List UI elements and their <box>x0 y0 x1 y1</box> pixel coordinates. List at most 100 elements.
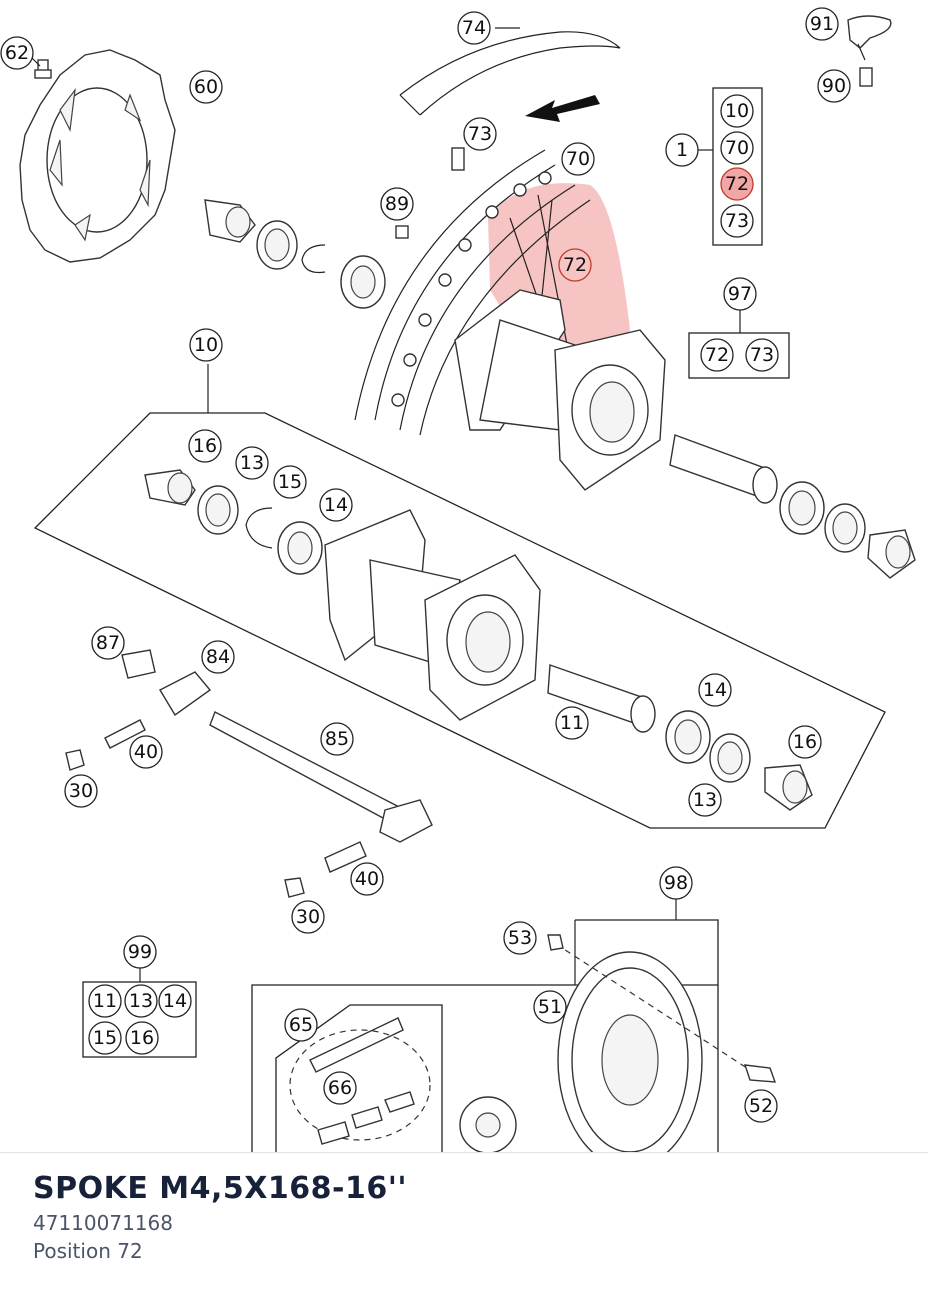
exploded-parts-diagram[interactable]: 62 60 74 73 70 89 72 10 16 13 15 14 87 8… <box>0 0 928 1152</box>
callout-14[interactable]: 14 <box>319 488 353 522</box>
svg-text:16: 16 <box>130 1027 154 1049</box>
disc-bolt <box>34 59 52 79</box>
callout-40[interactable]: 40 <box>129 735 163 769</box>
svg-text:70: 70 <box>566 148 590 170</box>
svg-text:13: 13 <box>693 789 717 811</box>
callout-14[interactable]: 14 <box>158 984 192 1018</box>
callout-11[interactable]: 11 <box>88 984 122 1018</box>
svg-text:65: 65 <box>289 1014 313 1036</box>
callout-51[interactable]: 51 <box>533 990 567 1024</box>
callout-30[interactable]: 30 <box>291 900 325 934</box>
callout-16[interactable]: 16 <box>125 1021 159 1055</box>
svg-text:91: 91 <box>810 13 834 35</box>
svg-text:73: 73 <box>750 344 774 366</box>
brake-disc <box>19 49 176 263</box>
callout-15[interactable]: 15 <box>88 1021 122 1055</box>
callout-16[interactable]: 16 <box>188 429 222 463</box>
callout-11[interactable]: 11 <box>555 706 589 740</box>
svg-text:13: 13 <box>240 452 264 474</box>
part-name: SPOKE M4,5X168-16'' <box>33 1171 408 1206</box>
callout-73[interactable]: 73 <box>463 117 497 151</box>
callout-40[interactable]: 40 <box>350 862 384 896</box>
svg-text:16: 16 <box>193 435 217 457</box>
svg-text:30: 30 <box>296 906 320 928</box>
callout-52[interactable]: 52 <box>744 1089 778 1123</box>
callout-62[interactable]: 62 <box>0 36 34 70</box>
callout-72-selected[interactable]: 72 <box>720 167 754 201</box>
callout-66[interactable]: 66 <box>323 1071 357 1105</box>
svg-text:14: 14 <box>703 679 727 701</box>
callout-74[interactable]: 74 <box>457 11 491 45</box>
svg-text:89: 89 <box>385 193 409 215</box>
svg-text:16: 16 <box>793 731 817 753</box>
svg-text:52: 52 <box>749 1095 773 1117</box>
svg-text:14: 14 <box>324 494 348 516</box>
svg-text:10: 10 <box>725 100 749 122</box>
callout-91[interactable]: 91 <box>805 7 839 41</box>
callout-85[interactable]: 85 <box>320 722 354 756</box>
svg-text:11: 11 <box>93 990 117 1012</box>
callout-70[interactable]: 70 <box>720 131 754 165</box>
callout-70[interactable]: 70 <box>561 142 595 176</box>
svg-text:70: 70 <box>725 137 749 159</box>
svg-text:40: 40 <box>355 868 379 890</box>
rear-hub <box>324 509 541 721</box>
callout-53[interactable]: 53 <box>503 921 537 955</box>
callout-10[interactable]: 10 <box>720 94 754 128</box>
svg-text:1: 1 <box>676 139 688 161</box>
svg-text:72: 72 <box>563 254 587 276</box>
callout-72[interactable]: 72 <box>700 338 734 372</box>
callout-90[interactable]: 90 <box>817 69 851 103</box>
callout-13[interactable]: 13 <box>235 446 269 480</box>
part-number: 47110071168 <box>33 1211 173 1235</box>
callout-14[interactable]: 14 <box>698 673 732 707</box>
callout-13[interactable]: 13 <box>688 783 722 817</box>
tire-segment <box>399 31 621 96</box>
direction-arrow-icon <box>525 95 600 122</box>
svg-text:66: 66 <box>328 1077 352 1099</box>
callout-98[interactable]: 98 <box>659 866 693 900</box>
callout-13[interactable]: 13 <box>124 984 158 1018</box>
hub-kit-frame <box>33 412 886 829</box>
callout-60[interactable]: 60 <box>189 70 223 104</box>
svg-text:97: 97 <box>728 283 752 305</box>
callout-97[interactable]: 97 <box>723 277 757 311</box>
callout-15[interactable]: 15 <box>273 465 307 499</box>
callout-30[interactable]: 30 <box>64 774 98 808</box>
svg-text:90: 90 <box>822 75 846 97</box>
callout-1[interactable]: 1 <box>665 133 699 167</box>
svg-text:15: 15 <box>278 471 302 493</box>
front-sprocket <box>459 1096 517 1152</box>
svg-text:13: 13 <box>129 990 153 1012</box>
callout-89[interactable]: 89 <box>380 187 414 221</box>
callout-99[interactable]: 99 <box>123 935 157 969</box>
callout-73[interactable]: 73 <box>720 204 754 238</box>
svg-text:73: 73 <box>468 123 492 145</box>
svg-text:72: 72 <box>705 344 729 366</box>
svg-text:60: 60 <box>194 76 218 98</box>
svg-text:53: 53 <box>508 927 532 949</box>
svg-text:72: 72 <box>725 173 749 195</box>
svg-text:62: 62 <box>5 42 29 64</box>
svg-text:87: 87 <box>96 632 120 654</box>
spacer-upper <box>669 434 778 504</box>
svg-text:84: 84 <box>206 646 230 668</box>
wheel-rim <box>354 149 591 436</box>
svg-text:99: 99 <box>128 941 152 963</box>
callout-73[interactable]: 73 <box>745 338 779 372</box>
svg-text:73: 73 <box>725 210 749 232</box>
callout-87[interactable]: 87 <box>91 626 125 660</box>
callout-84[interactable]: 84 <box>201 640 235 674</box>
svg-text:74: 74 <box>462 17 486 39</box>
callout-65[interactable]: 65 <box>284 1008 318 1042</box>
svg-text:51: 51 <box>538 996 562 1018</box>
rear-sprocket <box>557 951 703 1152</box>
rear-hub-assembled <box>454 289 666 491</box>
svg-text:10: 10 <box>194 334 218 356</box>
svg-text:11: 11 <box>560 712 584 734</box>
callout-16[interactable]: 16 <box>788 725 822 759</box>
callout-72-spoke[interactable]: 72 <box>558 248 592 282</box>
drive-chain <box>289 1017 431 1141</box>
svg-text:40: 40 <box>134 741 158 763</box>
callout-10[interactable]: 10 <box>189 328 223 362</box>
